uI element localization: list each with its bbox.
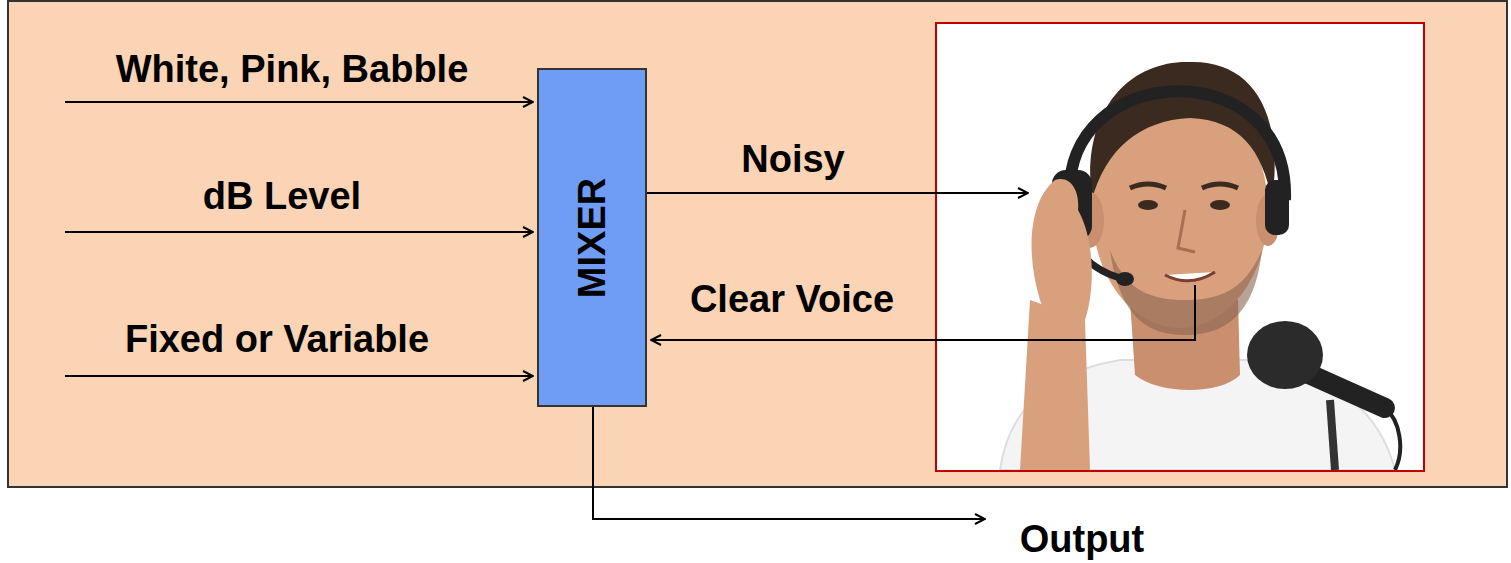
signal-label: Fixed or Variable xyxy=(125,319,429,361)
signal-label: White, Pink, Babble xyxy=(116,49,469,91)
mixer-box: MIXER xyxy=(537,68,647,407)
signal-label: dB Level xyxy=(203,176,361,218)
signal-label: Clear Voice xyxy=(690,279,894,321)
input-arrow xyxy=(65,375,533,377)
output-arrow xyxy=(593,407,985,519)
person-illustration xyxy=(1000,62,1400,470)
photo-frame xyxy=(936,23,1424,471)
node-title: MIXER xyxy=(573,177,611,297)
input-arrow xyxy=(65,101,533,103)
input-arrow xyxy=(65,231,533,233)
signal-label: Noisy xyxy=(741,139,844,181)
noisy-arrow xyxy=(647,192,1028,194)
background-panel xyxy=(8,1,1507,487)
signal-label: Output xyxy=(1020,519,1145,561)
